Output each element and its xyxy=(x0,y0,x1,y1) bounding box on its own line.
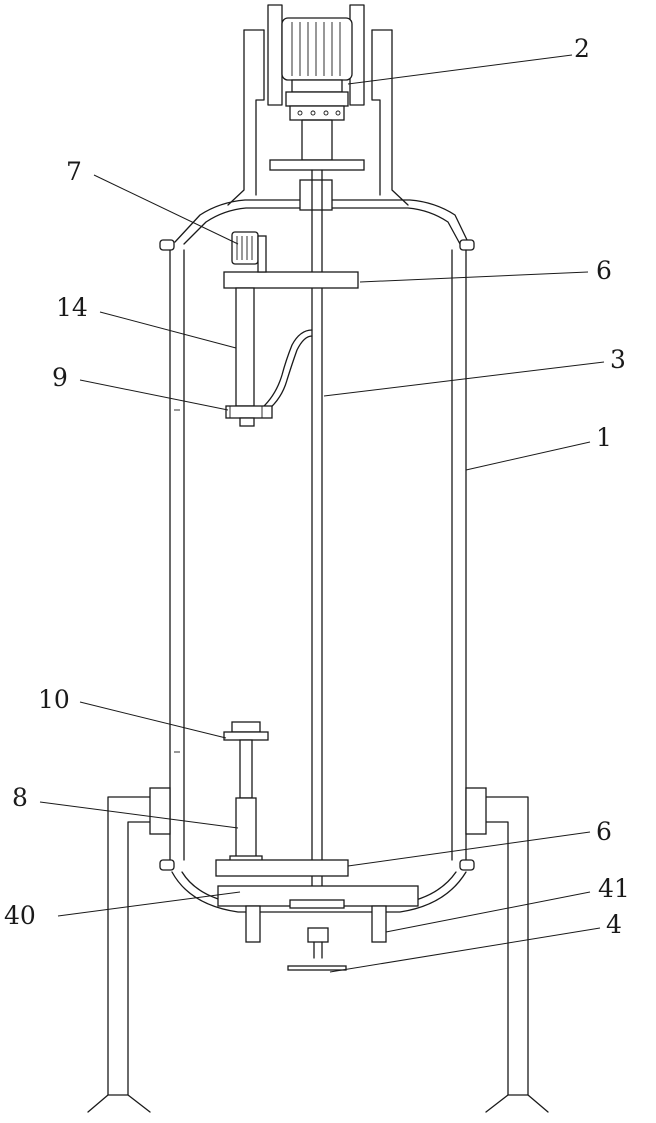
label-9: 9 xyxy=(52,363,68,392)
label-40: 40 xyxy=(4,901,36,930)
support-legs xyxy=(88,788,548,1112)
tank-body xyxy=(160,180,474,912)
label-8: 8 xyxy=(12,783,28,812)
label-41: 41 xyxy=(598,874,630,903)
label-10: 10 xyxy=(38,685,70,714)
label-6: 6 xyxy=(596,817,612,846)
label-4: 4 xyxy=(606,910,622,939)
lower-arm xyxy=(216,860,348,876)
upper-arm xyxy=(224,272,358,288)
label-7: 7 xyxy=(66,157,82,186)
label-2: 2 xyxy=(574,34,590,63)
lower-rod xyxy=(224,722,268,862)
small-motor xyxy=(232,232,266,272)
brush-head xyxy=(226,406,272,426)
label-3: 3 xyxy=(610,345,626,374)
label-1: 1 xyxy=(596,423,612,452)
bottom-scraper xyxy=(288,928,346,970)
brush-rod xyxy=(236,288,312,410)
bottom-plate xyxy=(218,886,418,908)
label-14: 14 xyxy=(56,293,88,322)
label-5: 6 xyxy=(596,256,612,285)
